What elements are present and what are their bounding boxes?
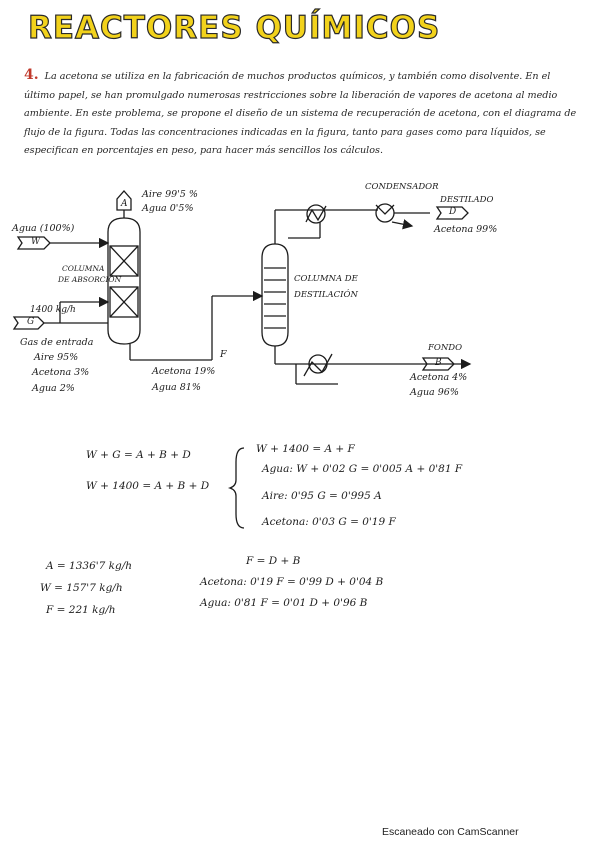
bottoms-label: FONDO — [428, 343, 463, 353]
problem-text: La acetona se utiliza en la fabricación … — [24, 71, 577, 157]
distillate-label: DESTILADO — [440, 195, 494, 205]
column-balance-2: Acetona: 0'19 F = 0'99 D + 0'04 B — [200, 576, 384, 588]
bottoms-line1: Acetona 4% — [410, 372, 468, 383]
mid-stream-line2: Agua 81% — [152, 382, 201, 393]
absorption-column-shape — [107, 217, 141, 345]
gas-in-line1: Aire 95% — [34, 352, 79, 363]
scanner-footer: Escaneado con CamScanner — [382, 826, 519, 838]
air-out-line1: Aire 99'5 % — [142, 189, 198, 200]
result-f: F = 221 kg/h — [46, 604, 116, 616]
equation-balance-3: Aire: 0'95 G = 0'995 A — [262, 490, 382, 502]
distillation-label-2: DESTILACIÓN — [294, 290, 358, 300]
absorption-label-1: COLUMNA — [62, 264, 105, 273]
result-a: A = 1336'7 kg/h — [46, 560, 133, 572]
equation-total-1: W + G = A + B + D — [86, 449, 191, 461]
distillate-line1: Acetona 99% — [434, 224, 498, 235]
gas-in-title: Gas de entrada — [20, 337, 94, 348]
absorption-label-2: DE ABSORCIÓN — [58, 275, 122, 284]
equation-total-2: W + 1400 = A + B + D — [86, 480, 210, 492]
bottoms-line2: Agua 96% — [410, 387, 459, 398]
distillation-column-shape — [261, 243, 289, 347]
column-balance-1: F = D + B — [246, 555, 301, 567]
stream-d-tag: D — [449, 207, 457, 217]
air-out-line2: Agua 0'5% — [142, 203, 194, 214]
mid-stream-line1: Acetona 19% — [152, 366, 216, 377]
stream-b-tag: B — [435, 358, 442, 368]
stream-a-tag: A — [121, 199, 128, 209]
gas-in-line3: Agua 2% — [32, 383, 75, 394]
problem-number: 4. — [24, 67, 39, 83]
stream-g-tag: G — [27, 317, 35, 327]
equation-balance-4: Acetona: 0'03 G = 0'19 F — [262, 516, 396, 528]
water-in-label: Agua (100%) — [12, 223, 75, 234]
distillation-label-1: COLUMNA DE — [294, 274, 358, 284]
equation-balance-1: W + 1400 = A + F — [256, 443, 355, 455]
gas-flow: 1400 kg/h — [30, 305, 76, 315]
problem-statement: 4.La acetona se utiliza en la fabricació… — [24, 66, 580, 161]
equation-balance-2: Agua: W + 0'02 G = 0'005 A + 0'81 F — [262, 463, 463, 475]
page-title: REACTORES QUÍMICOS — [27, 9, 441, 46]
result-w: W = 157'7 kg/h — [40, 582, 123, 594]
condenser-label: CONDENSADOR — [365, 182, 439, 192]
stream-f-tag: F — [220, 349, 227, 360]
column-balance-3: Agua: 0'81 F = 0'01 D + 0'96 B — [200, 597, 368, 609]
gas-in-line2: Acetona 3% — [32, 367, 90, 378]
stream-w-tag: W — [31, 237, 41, 247]
